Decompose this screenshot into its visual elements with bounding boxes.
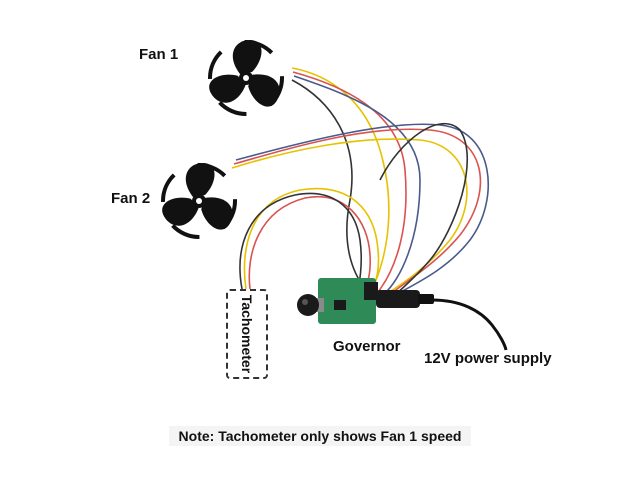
knob-icon — [297, 294, 319, 316]
wire-fan2-blue — [235, 123, 489, 299]
dc-jack-tip — [418, 294, 434, 304]
note-caption: Note: Tachometer only shows Fan 1 speed — [0, 426, 640, 446]
fan-1-label: Fan 1 — [139, 46, 179, 63]
pcb — [318, 278, 376, 324]
wire-tach-black — [239, 192, 363, 291]
pcb-connector — [364, 282, 378, 300]
wire-fan1-red — [292, 71, 407, 293]
power-supply-label: 12V power supply — [424, 350, 552, 367]
wire-loop-black — [379, 122, 469, 299]
governor-board — [297, 278, 434, 324]
wire-fan2-yellow — [231, 138, 468, 296]
wire-fan1-yellow — [291, 67, 390, 291]
power-cable — [431, 298, 508, 351]
tachometer-box — [226, 289, 268, 379]
wire-tach-yellow — [243, 187, 380, 291]
wires — [231, 67, 489, 299]
dc-jack-icon — [376, 290, 420, 308]
wire-fan2-red — [233, 128, 482, 297]
chip — [334, 300, 346, 310]
fan-2-icon — [156, 161, 241, 239]
governor-label: Governor — [333, 338, 401, 355]
tachometer-label: Tachometer — [239, 294, 255, 374]
fan-2-label: Fan 2 — [111, 190, 151, 207]
note-text: Note: Tachometer only shows Fan 1 speed — [168, 426, 472, 446]
wire-fan1-blue — [293, 75, 421, 295]
fan-1-icon — [203, 38, 288, 116]
wire-fan1-black — [291, 79, 367, 291]
wire-tach-red — [248, 195, 371, 291]
knob-highlight — [302, 299, 308, 305]
